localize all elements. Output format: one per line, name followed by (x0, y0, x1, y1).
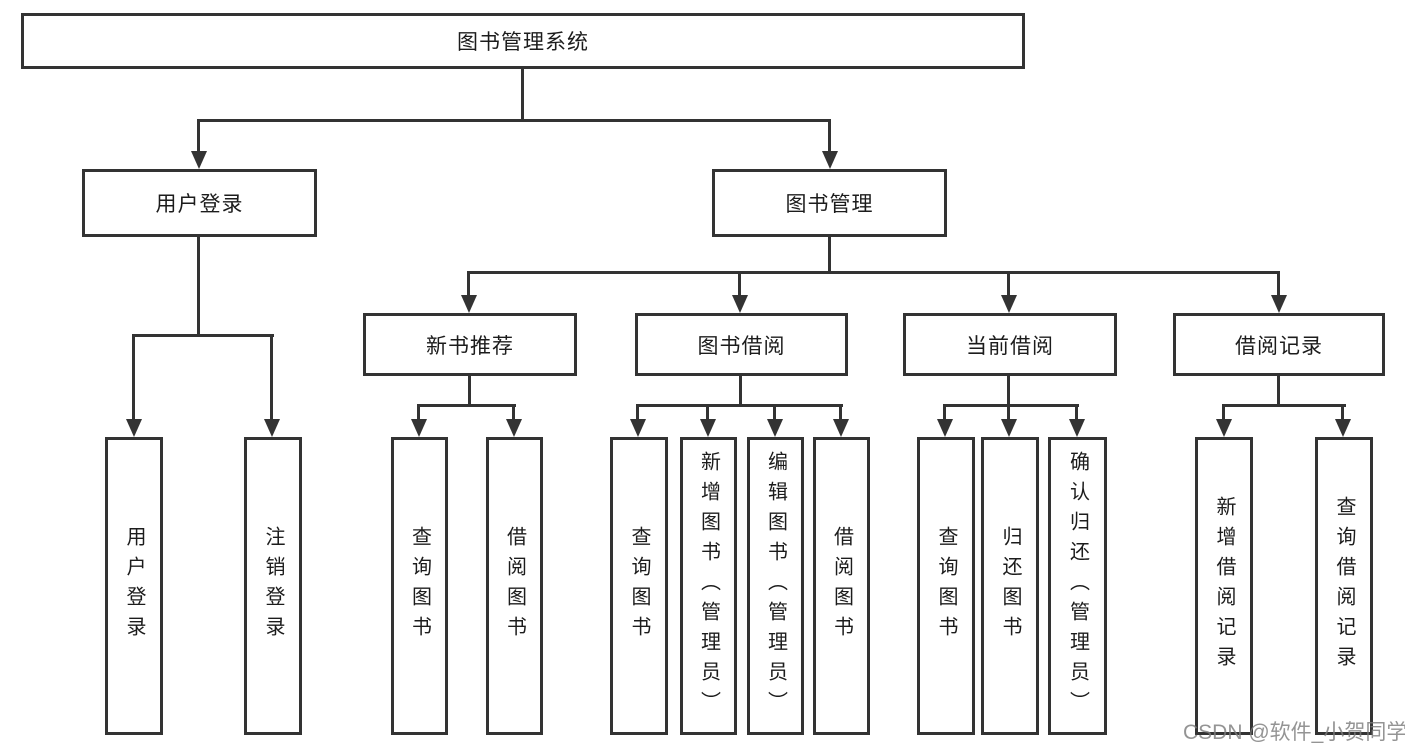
arrowhead-down-icon (506, 419, 522, 437)
connector-line (197, 237, 200, 337)
node-borrow-records: 借阅记录 (1173, 313, 1385, 376)
node-borrow-records-label: 借阅记录 (1235, 334, 1323, 358)
leaf-query-book-2: 查询图书 (610, 437, 668, 735)
leaf-return-book-label: 归还图书 (999, 526, 1021, 646)
connector-line (197, 119, 200, 152)
leaf-query-borrow-record: 查询借阅记录 (1315, 437, 1373, 735)
arrowhead-down-icon (732, 295, 748, 313)
arrowhead-down-icon (264, 419, 280, 437)
connector-line (706, 404, 709, 420)
connector-line (467, 271, 1280, 274)
connector-line (468, 376, 471, 407)
node-book-borrow: 图书借阅 (635, 313, 848, 376)
arrowhead-down-icon (1271, 295, 1287, 313)
connector-line (521, 69, 524, 121)
leaf-logout-label: 注销登录 (262, 526, 284, 646)
connector-line (467, 271, 470, 296)
arrowhead-down-icon (833, 419, 849, 437)
node-book-borrow-label: 图书借阅 (697, 334, 786, 358)
connector-line (1007, 404, 1010, 420)
connector-line (1341, 404, 1344, 420)
connector-line (943, 404, 946, 420)
node-user-login-label: 用户登录 (155, 193, 244, 216)
leaf-add-book-admin-label: 新增图书（管理员） (697, 451, 720, 721)
leaf-borrow-book-2: 借阅图书 (813, 437, 870, 735)
leaf-logout: 注销登录 (244, 437, 302, 735)
connector-line (828, 119, 831, 152)
leaf-borrow-book-1-label: 借阅图书 (503, 526, 526, 646)
arrowhead-down-icon (630, 419, 646, 437)
arrowhead-down-icon (822, 151, 838, 169)
arrowhead-down-icon (411, 419, 427, 437)
leaf-add-borrow-record: 新增借阅记录 (1195, 437, 1253, 735)
leaf-query-borrow-record-label: 查询借阅记录 (1333, 496, 1355, 676)
arrowhead-down-icon (1001, 419, 1017, 437)
leaf-query-book-1: 查询图书 (391, 437, 448, 735)
connector-line (512, 404, 515, 420)
node-book-management: 图书管理 (712, 169, 947, 237)
leaf-confirm-return-admin: 确认归还（管理员） (1048, 437, 1107, 735)
arrowhead-down-icon (700, 419, 716, 437)
leaf-query-book-3: 查询图书 (917, 437, 975, 735)
connector-line (1277, 376, 1280, 407)
connector-line (1222, 404, 1346, 407)
leaf-borrow-book-1: 借阅图书 (486, 437, 543, 735)
leaf-return-book: 归还图书 (981, 437, 1039, 735)
csdn-watermark: CSDN @软件_小贺同学 (1183, 721, 1405, 744)
leaf-edit-book-admin: 编辑图书（管理员） (747, 437, 804, 735)
connector-line (773, 404, 776, 420)
connector-line (839, 404, 842, 420)
arrowhead-down-icon (191, 151, 207, 169)
arrowhead-down-icon (1335, 419, 1351, 437)
connector-line (417, 404, 516, 407)
connector-line (132, 334, 274, 337)
leaf-query-book-3-label: 查询图书 (935, 526, 957, 646)
connector-line (1222, 404, 1225, 420)
node-root-label: 图书管理系统 (457, 31, 589, 54)
arrowhead-down-icon (1001, 295, 1017, 313)
node-user-login: 用户登录 (82, 169, 317, 237)
connector-line (132, 334, 135, 420)
connector-line (270, 334, 273, 420)
leaf-user-login-label: 用户登录 (123, 526, 145, 646)
connector-line (1075, 404, 1078, 420)
node-current-borrow: 当前借阅 (903, 313, 1117, 376)
connector-line (417, 404, 420, 420)
connector-line (943, 404, 1079, 407)
node-new-book-recommend-label: 新书推荐 (426, 334, 514, 358)
leaf-edit-book-admin-label: 编辑图书（管理员） (764, 451, 787, 721)
leaf-confirm-return-admin-label: 确认归还（管理员） (1066, 451, 1089, 721)
leaf-query-book-2-label: 查询图书 (628, 526, 650, 646)
arrowhead-down-icon (1069, 419, 1085, 437)
connector-line (636, 404, 843, 407)
arrowhead-down-icon (1216, 419, 1232, 437)
connector-line (1007, 271, 1010, 296)
leaf-query-book-1-label: 查询图书 (408, 526, 431, 646)
connector-line (739, 376, 742, 407)
connector-line (828, 237, 831, 274)
connector-line (636, 404, 639, 420)
leaf-add-book-admin: 新增图书（管理员） (680, 437, 737, 735)
connector-line (738, 271, 741, 296)
node-book-management-label: 图书管理 (785, 193, 874, 216)
leaf-user-login: 用户登录 (105, 437, 163, 735)
connector-line (1277, 271, 1280, 296)
arrowhead-down-icon (126, 419, 142, 437)
node-root: 图书管理系统 (21, 13, 1025, 69)
connector-line (1007, 376, 1010, 407)
connector-line (197, 119, 831, 122)
arrowhead-down-icon (767, 419, 783, 437)
node-new-book-recommend: 新书推荐 (363, 313, 577, 376)
leaf-borrow-book-2-label: 借阅图书 (830, 526, 853, 646)
arrowhead-down-icon (937, 419, 953, 437)
leaf-add-borrow-record-label: 新增借阅记录 (1213, 496, 1235, 676)
arrowhead-down-icon (461, 295, 477, 313)
node-current-borrow-label: 当前借阅 (966, 334, 1054, 358)
